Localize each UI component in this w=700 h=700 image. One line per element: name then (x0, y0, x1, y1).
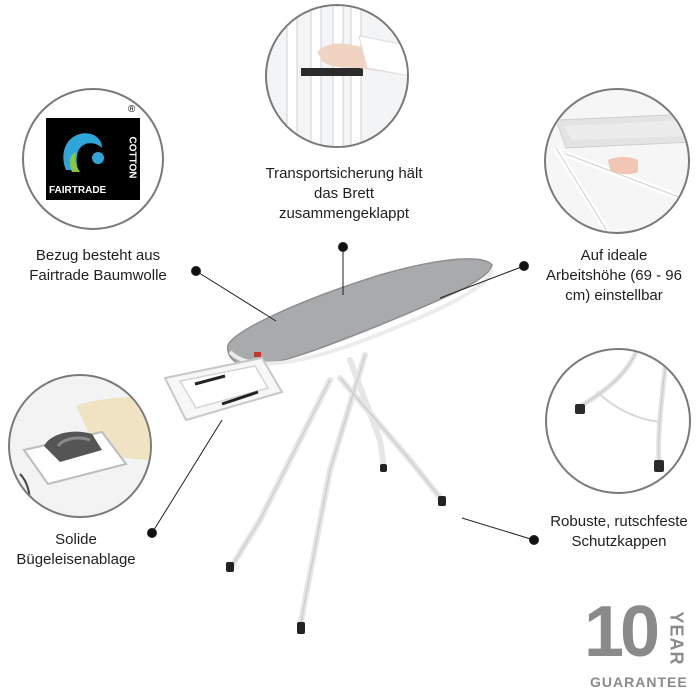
cotton-label: COTTON (126, 136, 138, 179)
board-cover (227, 258, 493, 367)
fairtrade-detail-circle: FAIRTRADE COTTON ® (22, 88, 164, 230)
iron-rest-caption: Solide Bügeleisenablage (16, 531, 136, 568)
fairtrade-cover-caption: Bezug besteht aus Fairtrade Baumwolle (29, 247, 167, 284)
guarantee-unit: YEAR (666, 611, 687, 666)
leg-caps-caption: Robuste, rutschfeste Schutzkappen (550, 513, 688, 550)
leg-caps (226, 464, 446, 634)
guarantee-badge: 10 YEAR GUARANTEE (584, 592, 694, 694)
cotton-band: COTTON (124, 118, 140, 200)
callout-lines (147, 242, 539, 545)
transport-lock-caption: Transportsicherung hält das Brett zusamm… (265, 165, 423, 222)
iron-rest-detail-circle (8, 374, 152, 518)
brand-tag (254, 352, 261, 357)
height-adjust-detail-circle (544, 88, 690, 234)
fairtrade-logo: FAIRTRADE (46, 118, 124, 200)
guarantee-number: 10 (584, 592, 660, 672)
registered-mark: ® (128, 104, 136, 115)
transport-lock-detail-circle (265, 4, 409, 148)
guarantee-label: GUARANTEE (590, 674, 688, 690)
leg-caps-detail-circle (545, 348, 691, 494)
height-adjust-caption: Auf ideale Arbeitshöhe (69 - 96 cm) eins… (546, 247, 682, 304)
fairtrade-brand-label: FAIRTRADE (49, 185, 107, 196)
